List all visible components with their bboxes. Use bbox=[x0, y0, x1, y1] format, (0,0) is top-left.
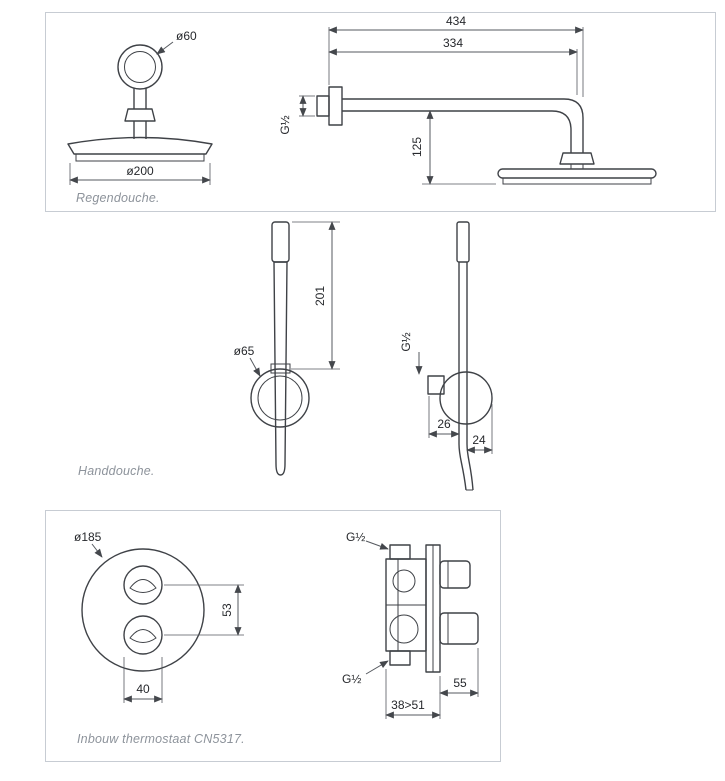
dim-label-201: 201 bbox=[313, 286, 327, 306]
dim-label-d60: ø60 bbox=[176, 29, 197, 43]
hand-spray-front bbox=[271, 221, 290, 263]
thread-stub-top bbox=[389, 544, 411, 560]
dim-label-d65: ø65 bbox=[234, 344, 255, 358]
dim-knob-depth: 55 bbox=[439, 648, 479, 719]
dim-label-d185: ø185 bbox=[74, 530, 102, 544]
rain-front-view bbox=[67, 44, 213, 162]
dim-label-53: 53 bbox=[220, 603, 234, 617]
dim-label-434: 434 bbox=[446, 14, 466, 28]
leader-line bbox=[249, 357, 261, 377]
dim-label-55: 55 bbox=[453, 676, 467, 690]
dim-label-g12-bottom: G½ bbox=[342, 672, 361, 686]
spray-face-front bbox=[75, 153, 205, 162]
dim-holder-diameter: ø65 bbox=[234, 344, 261, 377]
top-cartridge bbox=[392, 569, 416, 593]
top-knob-side bbox=[439, 560, 471, 589]
leader-line bbox=[365, 540, 389, 550]
thermostat-drawing: ø185 53 40 bbox=[74, 530, 479, 719]
hand-front-view bbox=[250, 221, 310, 476]
leader-line bbox=[365, 660, 389, 675]
dim-label-38-51: 38>51 bbox=[391, 698, 425, 712]
thread-stub-bottom bbox=[389, 650, 411, 666]
dim-thread-rain: G½ bbox=[278, 95, 315, 135]
top-knob-front bbox=[123, 565, 163, 605]
dim-mounting-depth: 38>51 bbox=[385, 669, 441, 719]
holder-wall-mount bbox=[427, 375, 445, 395]
head-nut bbox=[559, 152, 595, 165]
dim-head-connection-diameter: ø60 bbox=[156, 29, 197, 55]
holder-ring-inner bbox=[257, 375, 303, 421]
holder-ring-outer bbox=[250, 368, 310, 428]
hand-shower-drawing: ø65 201 G½ bbox=[234, 221, 493, 491]
trim-plate-front bbox=[81, 548, 205, 672]
dim-thread-bottom: G½ bbox=[342, 660, 389, 686]
dim-drop-height: 125 bbox=[410, 110, 496, 185]
dim-head-diameter: ø200 bbox=[69, 163, 211, 185]
hand-spray-side bbox=[456, 221, 470, 263]
dim-label-g12-rain: G½ bbox=[278, 115, 292, 134]
arm-outer bbox=[342, 98, 584, 153]
dim-label-40: 40 bbox=[136, 682, 150, 696]
thermostat-caption: Inbouw thermostaat CN5317. bbox=[77, 732, 245, 746]
top-knob-grip bbox=[129, 579, 157, 593]
hand-caption: Handdouche. bbox=[78, 464, 155, 478]
bottom-cartridge bbox=[389, 614, 419, 644]
holder-side bbox=[439, 371, 493, 425]
bottom-knob-side bbox=[439, 612, 479, 645]
holder-clip bbox=[270, 363, 291, 374]
dim-wall-offset: 26 bbox=[428, 396, 460, 438]
hand-side-view bbox=[427, 221, 493, 491]
dim-label-125: 125 bbox=[410, 137, 424, 157]
thermostat-front-view bbox=[81, 548, 205, 672]
hand-shower-section: ø65 201 G½ bbox=[0, 212, 725, 510]
thermostat-panel: ø185 53 40 bbox=[45, 510, 501, 762]
leader-line bbox=[91, 543, 103, 558]
rain-head-front bbox=[67, 136, 213, 155]
dim-thread-top: G½ bbox=[346, 530, 389, 550]
arm-inner bbox=[342, 110, 572, 153]
rain-head-side bbox=[497, 168, 657, 179]
dim-label-g12-hand: G½ bbox=[399, 332, 413, 351]
dim-label-24: 24 bbox=[472, 433, 486, 447]
wall-connection-ring-outer bbox=[117, 44, 163, 90]
thread-stub bbox=[316, 95, 330, 117]
dim-arm-reach: 334 bbox=[328, 36, 578, 95]
rain-shower-panel: ø60 ø200 bbox=[45, 12, 716, 212]
dim-total-reach: 434 bbox=[328, 14, 584, 97]
wall-flange bbox=[328, 86, 343, 126]
dim-label-334: 334 bbox=[443, 36, 463, 50]
dim-holder-depth: 24 bbox=[466, 404, 493, 454]
rain-side-view bbox=[316, 86, 657, 185]
bottom-knob-grip bbox=[129, 629, 157, 643]
rain-shower-drawing: ø60 ø200 bbox=[67, 14, 657, 185]
dim-thread-hand: G½ bbox=[399, 332, 423, 375]
stem-nut bbox=[124, 108, 156, 122]
dim-label-26: 26 bbox=[437, 417, 451, 431]
wall-connection-ring-inner bbox=[124, 51, 156, 83]
hand-handle-front bbox=[273, 261, 288, 476]
hose-line bbox=[458, 443, 467, 491]
dim-handle-length: 201 bbox=[291, 221, 340, 370]
dim-label-g12-top: G½ bbox=[346, 530, 365, 544]
dim-plate-diameter: ø185 bbox=[74, 530, 103, 558]
dim-knob-diameter: 40 bbox=[123, 657, 163, 703]
rain-caption: Regendouche. bbox=[76, 191, 160, 205]
spray-face-side bbox=[502, 177, 652, 185]
dim-knob-spacing: 53 bbox=[164, 584, 244, 636]
thermostat-side-view bbox=[385, 544, 479, 673]
bottom-knob-front bbox=[123, 615, 163, 655]
leader-line bbox=[156, 41, 174, 55]
dim-label-d200: ø200 bbox=[126, 164, 154, 178]
hose-line bbox=[466, 443, 474, 491]
